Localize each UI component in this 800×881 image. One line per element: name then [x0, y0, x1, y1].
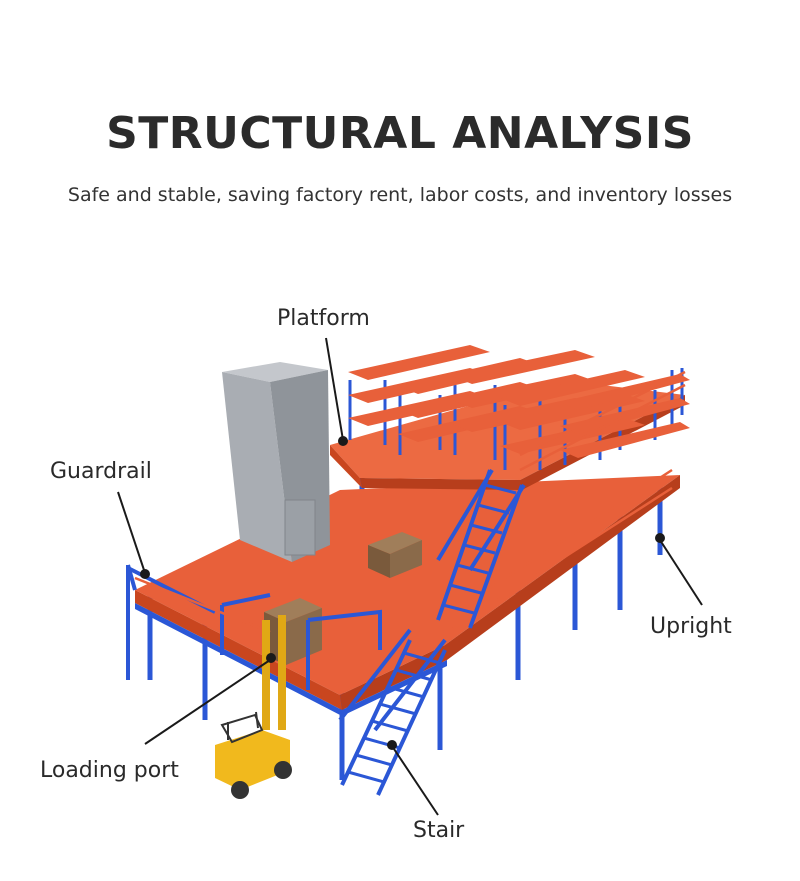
label-guardrail: Guardrail — [50, 459, 152, 484]
label-platform: Platform — [277, 306, 370, 331]
guardrail-dot — [140, 569, 150, 579]
callout-dots — [140, 436, 665, 750]
stair-dot — [387, 740, 397, 750]
lower-deck — [135, 475, 680, 716]
callout-lines — [117, 337, 703, 816]
upper-guardrail — [519, 370, 686, 472]
forklift — [215, 615, 292, 799]
page-title: STRUCTURAL ANALYSIS — [106, 108, 694, 159]
upright-dot — [655, 533, 665, 543]
page-subtitle: Safe and stable, saving factory rent, la… — [67, 184, 733, 206]
stair-upper-treads — [442, 483, 517, 615]
equipment-cabinet — [222, 362, 330, 562]
label-loading-port: Loading port — [40, 758, 179, 783]
label-upright: Upright — [650, 614, 732, 639]
label-stair: Stair — [413, 818, 465, 843]
platform-dot — [338, 436, 348, 446]
rack-shelves — [348, 345, 690, 458]
stair-lower — [338, 628, 447, 796]
loading-port-dot — [266, 653, 276, 663]
